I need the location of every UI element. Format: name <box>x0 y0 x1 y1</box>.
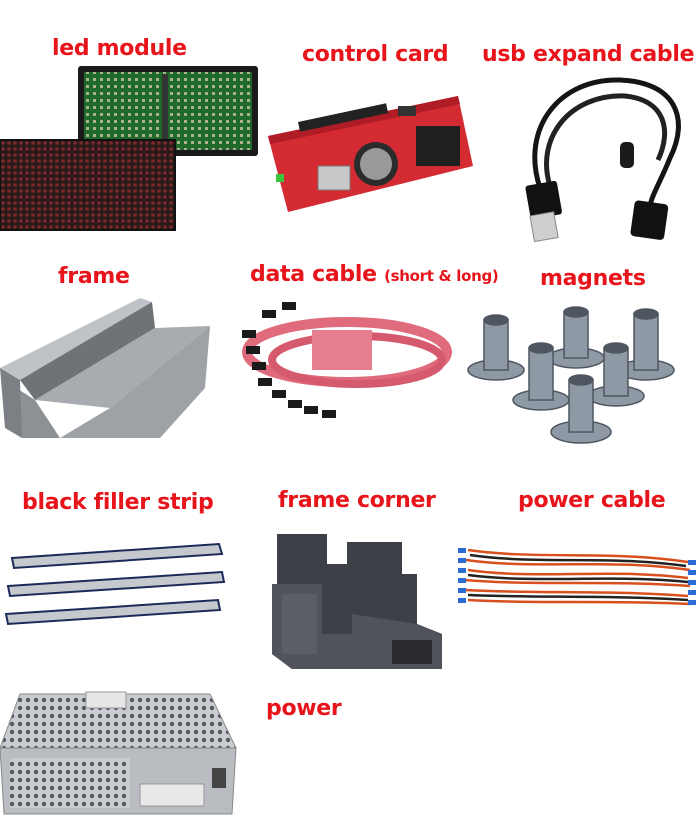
data-cable-text: data cable <box>250 262 377 287</box>
label-black-filler-strip: black filler strip <box>22 490 214 515</box>
label-power: power <box>266 696 342 721</box>
label-frame-corner: frame corner <box>278 488 436 513</box>
label-usb-expand-cable: usb expand cable <box>482 42 695 67</box>
label-magnets: magnets <box>540 266 646 291</box>
magnets-image <box>466 300 696 460</box>
usb-cable-image <box>500 68 692 248</box>
label-data-cable: data cable (short & long) <box>250 262 499 287</box>
control-card-image <box>258 96 478 216</box>
frame-image <box>0 288 215 448</box>
power-supply-image <box>0 688 240 820</box>
filler-strip-image <box>4 538 229 633</box>
label-frame: frame <box>58 264 130 289</box>
power-cable-image <box>458 540 698 620</box>
data-cable-image <box>232 290 457 430</box>
data-cable-note: (short & long) <box>384 267 499 285</box>
frame-corner-image <box>252 524 452 674</box>
led-module-image <box>0 62 262 234</box>
label-power-cable: power cable <box>518 488 666 513</box>
label-led-module: led module <box>52 36 187 61</box>
label-control-card: control card <box>302 42 449 67</box>
